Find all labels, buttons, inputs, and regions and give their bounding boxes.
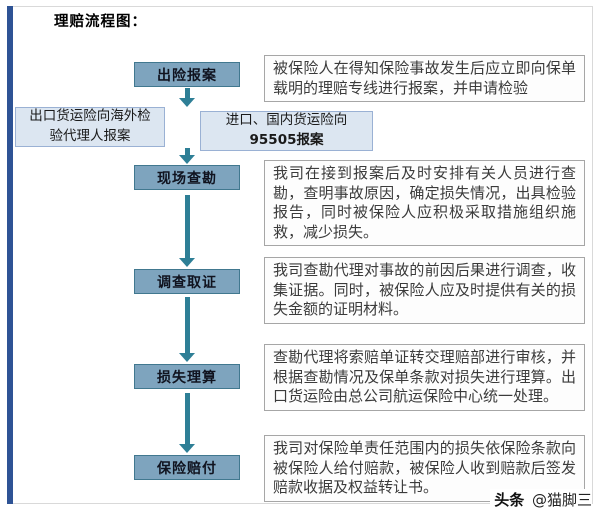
flow-arrow-1	[172, 88, 202, 107]
branch-export-cargo: 出口货运险向海外检 验代理人报案	[15, 107, 165, 147]
arrow-shaft	[184, 148, 190, 156]
flow-step-payment: 保险赔付	[134, 455, 240, 480]
arrow-shaft	[184, 195, 190, 259]
step-description-adjustment: 查勘代理将索赔单证转交理赔部进行审核，并根据查勘情况及保单条款对损失进行理算。出…	[264, 344, 585, 411]
flow-step-investigation: 调查取证	[134, 269, 240, 294]
arrow-down-icon	[179, 258, 195, 267]
arrow-shaft	[184, 88, 190, 99]
step-description-report: 被保险人在得知保险事故发生后应立即向保单载明的理赔专线进行报案，并申请检验	[264, 55, 585, 102]
arrow-down-icon	[179, 98, 195, 107]
flow-arrow-2	[172, 148, 202, 164]
flow-arrow-5	[172, 393, 202, 453]
arrow-down-icon	[179, 353, 195, 362]
arrow-down-icon	[179, 155, 195, 164]
page-title: 理赔流程图：	[54, 14, 147, 30]
branch-line: 进口、国内货运险向	[225, 112, 348, 129]
flow-step-report: 出险报案	[134, 62, 240, 87]
watermark: 头条 @猫脚三	[490, 489, 592, 510]
watermark-author: @猫脚三	[531, 491, 592, 509]
step-description-investigation: 我司查勘代理对事故的前因后果进行调查，收集证据。同时，被保险人应及时提供有关的损…	[264, 257, 585, 324]
flow-arrow-3	[172, 195, 202, 267]
left-accent-bar	[7, 6, 13, 504]
branch-line: 验代理人报案	[49, 128, 131, 144]
watermark-brand: 头条	[494, 491, 525, 509]
arrow-shaft	[184, 297, 190, 354]
flow-step-survey: 现场查勘	[134, 165, 240, 190]
step-description-survey: 我司在接到报案后及时安排有关人员进行查勘，查明事故原因，确定损失情况，出具检验报…	[264, 160, 585, 246]
branch-line: 95505报案	[249, 132, 324, 148]
arrow-shaft	[184, 393, 190, 445]
arrow-down-icon	[179, 444, 195, 453]
flow-arrow-4	[172, 297, 202, 362]
branch-line: 出口货运险向海外检	[29, 108, 151, 125]
flow-step-adjustment: 损失理算	[134, 364, 240, 389]
branch-import-domestic: 进口、国内货运险向 95505报案	[200, 111, 373, 151]
